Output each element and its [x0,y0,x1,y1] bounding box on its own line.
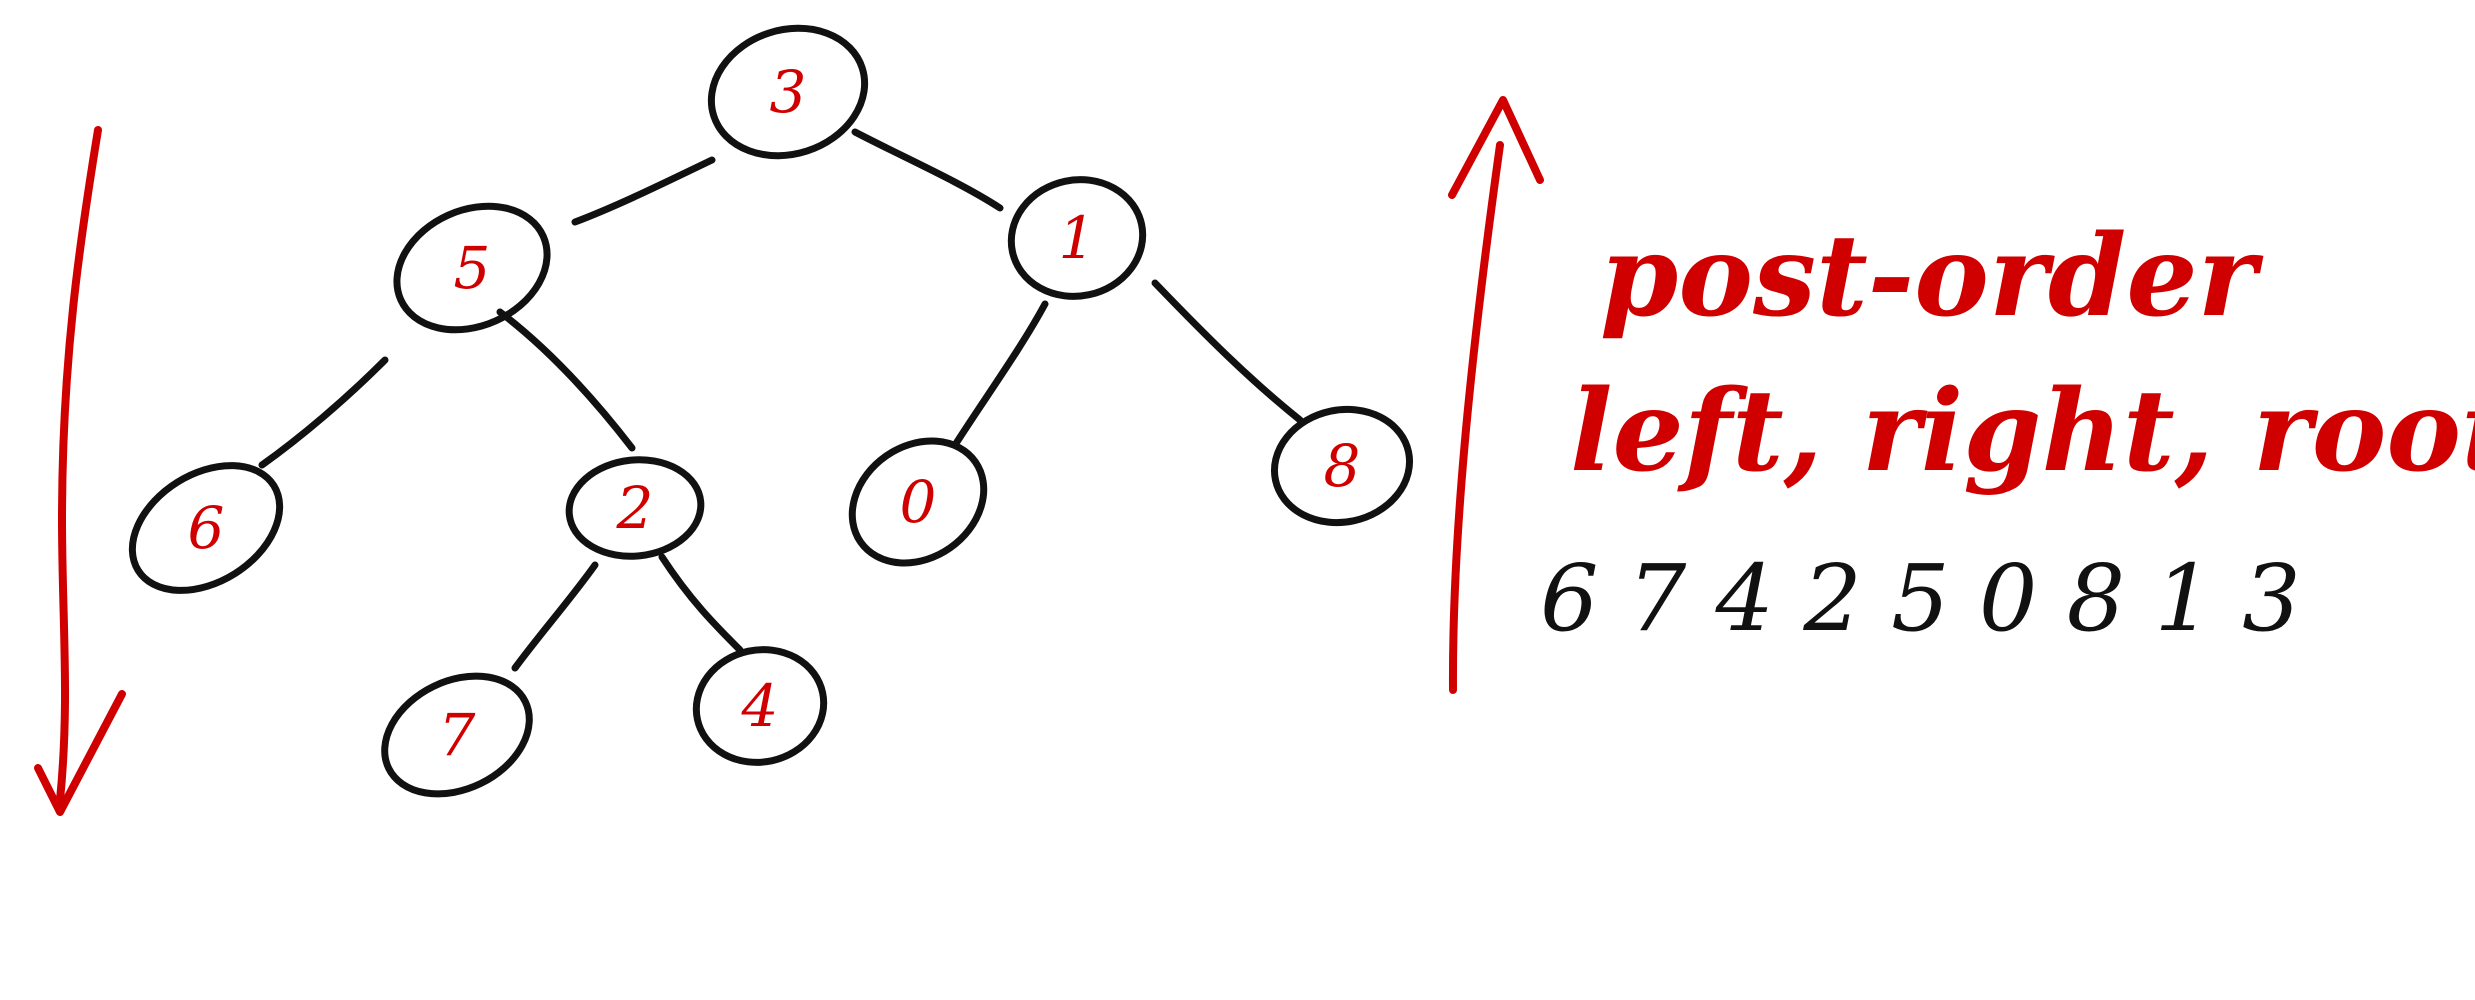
traversal-title: post-order [1600,211,2264,342]
tree-node-n4: 4 [692,646,828,766]
tree-node-n3: 3 [707,24,869,160]
down-arrow-head [34,690,126,816]
up-arrow [1448,96,1544,694]
edge-n2-n4 [658,553,744,654]
node-outline [1007,176,1147,300]
edge-n5-n6 [258,356,389,469]
tree-node-n0: 0 [848,437,988,567]
node-outline [707,24,869,160]
node-label: 0 [900,468,937,536]
up-arrow-shaft [1448,141,1504,694]
down-arrow [34,126,126,816]
node-label: 1 [1059,204,1096,272]
traversal-sequence: 6 7 4 2 5 0 8 1 3 [1540,545,2301,652]
tree-node-n8: 8 [1270,405,1414,527]
tree-node-n2: 2 [565,456,705,560]
node-label: 4 [741,672,779,740]
tree-node-n6: 6 [128,462,284,594]
node-label: 3 [770,58,807,126]
node-outline [565,456,705,560]
edge-n1-n8 [1151,279,1304,424]
tree-node-n7: 7 [381,672,533,798]
node-outline [848,437,988,567]
traversal-rule: left, right, root [1570,366,2475,497]
node-label: 7 [439,701,476,769]
tree-node-n5: 5 [393,202,551,334]
edge-n3-n5 [571,156,716,226]
up-arrow-head [1448,96,1544,199]
node-outline [393,202,551,334]
edge-n3-n1 [851,128,1004,212]
node-outline [1270,405,1414,527]
tree-nodes: 3 5 1 6 2 0 8 7 4 [128,24,1414,798]
edge-n2-n7 [511,561,599,672]
node-label: 5 [454,234,491,302]
node-outline [692,646,828,766]
down-arrow-shaft [56,126,102,804]
node-label: 6 [188,494,225,562]
node-label: 8 [1324,432,1361,500]
edge-n1-n0 [951,300,1049,449]
edge-n5-n2 [496,308,636,452]
tree-node-n1: 1 [1007,176,1147,300]
node-outline [128,462,284,594]
node-label: 2 [616,474,654,542]
node-outline [381,672,533,798]
tree-edges [258,128,1304,672]
